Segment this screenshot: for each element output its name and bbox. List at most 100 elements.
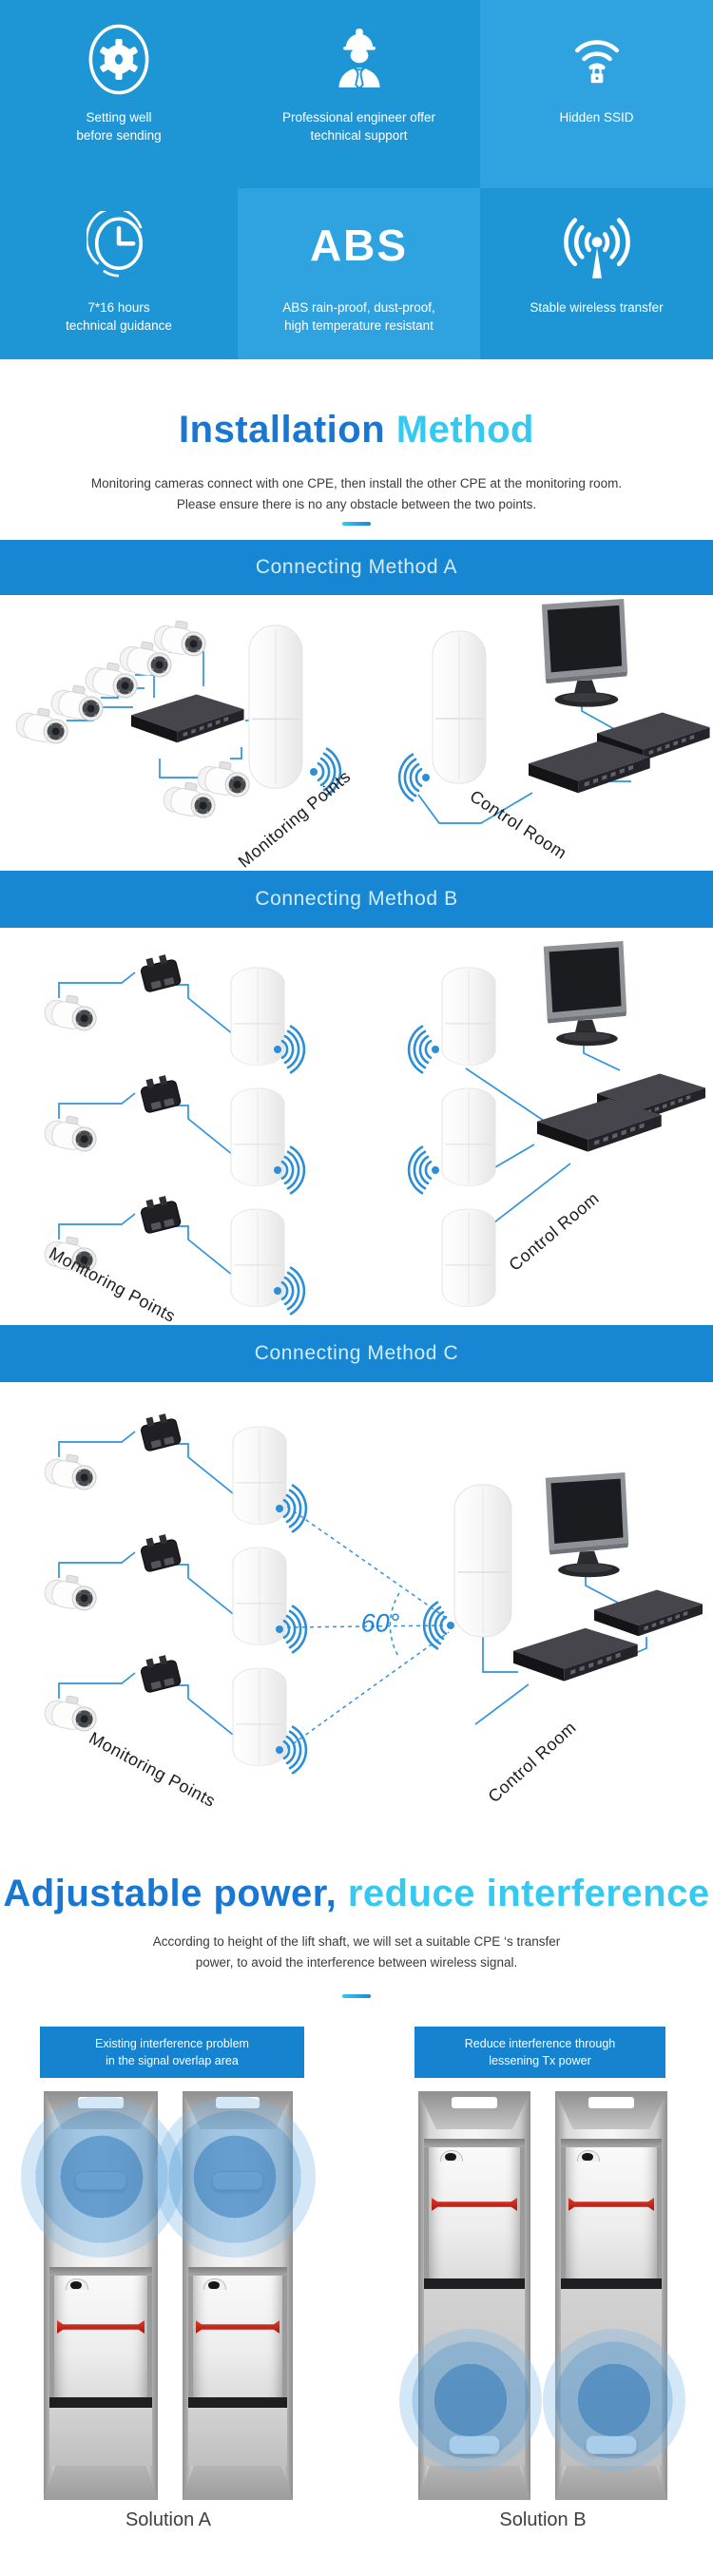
car-top-frame xyxy=(49,2267,152,2276)
installation-description: Monitoring cameras connect with one CPE,… xyxy=(90,476,623,511)
gear-icon xyxy=(85,23,153,95)
installation-title-primary: Installation xyxy=(179,409,386,451)
dvr xyxy=(594,1589,703,1637)
signal-circle xyxy=(154,2096,316,2258)
cpe-transmitter xyxy=(248,625,303,790)
installation-title: Installation Method xyxy=(0,409,713,452)
feature-label: 7*16 hours technical guidance xyxy=(66,300,172,334)
shaft-floor xyxy=(183,2466,293,2500)
cpe-receiver xyxy=(441,1208,496,1308)
solution-b-banner: Reduce interference through lessening Tx… xyxy=(414,2027,665,2078)
feature-label: Setting well before sending xyxy=(76,110,162,144)
dome-camera xyxy=(439,2150,463,2162)
feature-label: Hidden SSID xyxy=(559,110,634,125)
dome-camera xyxy=(576,2150,600,2162)
dome-camera xyxy=(203,2278,227,2290)
feature-stable: Stable wireless transfer xyxy=(480,188,713,359)
poe-adapter xyxy=(138,1531,183,1573)
car-bottom-frame xyxy=(561,2278,662,2289)
diagram-method-a: Monitoring Points Control Room xyxy=(0,595,713,872)
poe-adapter xyxy=(138,952,183,993)
car-top-frame xyxy=(188,2267,287,2276)
abs-big-text: ABS xyxy=(309,221,409,270)
feature-engineer: Professional engineer offer technical su… xyxy=(238,0,480,188)
poe-adapter xyxy=(138,1411,183,1452)
cpe-receiver xyxy=(441,1087,496,1187)
feature-label: Professional engineer offer technical su… xyxy=(281,110,436,144)
elevator-car xyxy=(188,2267,287,2408)
car-bottom-frame xyxy=(188,2397,287,2408)
cpe-receiver xyxy=(432,630,487,784)
poe-adapter xyxy=(138,1193,183,1235)
antenna-icon xyxy=(561,205,633,285)
installation-title-accent: Method xyxy=(385,409,534,451)
adjustable-description: According to height of the lift shaft, w… xyxy=(152,1934,561,1970)
poe-adapter xyxy=(138,1652,183,1694)
monitor xyxy=(545,1472,629,1578)
divider-dash xyxy=(342,522,371,526)
red-bar xyxy=(568,2198,655,2211)
poe-adapter xyxy=(138,1072,183,1114)
monitor xyxy=(541,599,628,707)
angle-label: 60° xyxy=(360,1608,400,1638)
network-switch xyxy=(131,694,244,743)
shaft-pit xyxy=(188,2408,287,2466)
cpe-receiver xyxy=(441,967,496,1067)
shaft-floor xyxy=(44,2466,158,2500)
feature-label: Stable wireless transfer xyxy=(530,300,664,315)
monitor xyxy=(543,941,627,1047)
feature-grid: Setting well before sending Professional… xyxy=(0,0,713,359)
shaft-floor xyxy=(555,2466,667,2500)
wifi-waves-icon xyxy=(407,1145,441,1195)
adjustable-title-accent: reduce interference xyxy=(337,1873,710,1914)
banner-method-a: Connecting Method A xyxy=(0,540,713,595)
wifi-waves-icon xyxy=(397,753,432,802)
wifi-lock-icon xyxy=(569,23,625,95)
shaft-ceiling xyxy=(418,2091,530,2129)
banner-method-c: Connecting Method C xyxy=(0,1325,713,1382)
network-switch xyxy=(513,1627,638,1682)
engineer-icon xyxy=(331,23,388,95)
shaft-ceiling xyxy=(555,2091,667,2129)
car-bottom-frame xyxy=(49,2397,152,2408)
car-top-frame xyxy=(561,2139,662,2147)
diagram-method-b-art xyxy=(42,941,705,1316)
elevator-car xyxy=(561,2139,662,2289)
feature-setting: Setting well before sending xyxy=(0,0,238,188)
shaft-floor xyxy=(418,2466,530,2500)
abs-text: ABS xyxy=(310,205,408,285)
banner-method-b-label: Connecting Method B xyxy=(255,888,458,910)
car-bottom-frame xyxy=(424,2278,525,2289)
adjustable-title: Adjustable power, reduce interference xyxy=(0,1873,713,1915)
shaft-pit xyxy=(49,2408,152,2466)
divider-dash xyxy=(342,1994,371,1998)
solution-a-banner: Existing interference problem in the sig… xyxy=(40,2027,304,2078)
diagram-method-c-art xyxy=(42,1411,703,1775)
elevator-car xyxy=(424,2139,525,2289)
red-bar xyxy=(431,2198,518,2211)
banner-method-c-label: Connecting Method C xyxy=(254,1342,459,1364)
banner-method-b: Connecting Method B xyxy=(0,871,713,928)
dome-camera xyxy=(65,2278,88,2290)
solution-a-label: Solution A xyxy=(125,2509,212,2530)
feature-abs: ABS ABS rain-proof, dust-proof, high tem… xyxy=(238,188,480,359)
red-bar xyxy=(56,2320,145,2334)
ceiling-vent xyxy=(588,2097,634,2108)
wifi-waves-icon xyxy=(407,1025,441,1074)
signal-circle xyxy=(399,2329,542,2471)
banner-method-a-label: Connecting Method A xyxy=(255,556,458,578)
ceiling-vent xyxy=(452,2097,497,2108)
cpe-receiver-central xyxy=(453,1484,512,1638)
clock-icon xyxy=(87,205,151,285)
solution-b-label: Solution B xyxy=(499,2509,587,2530)
signal-circle xyxy=(543,2329,685,2471)
diagram-method-c: 60° Monitoring Points Control Room xyxy=(0,1382,713,1844)
diagram-method-b: Monitoring Points Control Room xyxy=(0,928,713,1326)
elevator-shaft xyxy=(418,2091,530,2500)
feature-hidden-ssid: Hidden SSID xyxy=(480,0,713,188)
red-bar xyxy=(195,2320,280,2334)
feature-hours: 7*16 hours technical guidance xyxy=(0,188,238,359)
diagram-method-a-art xyxy=(13,599,710,824)
elevator-car xyxy=(49,2267,152,2408)
